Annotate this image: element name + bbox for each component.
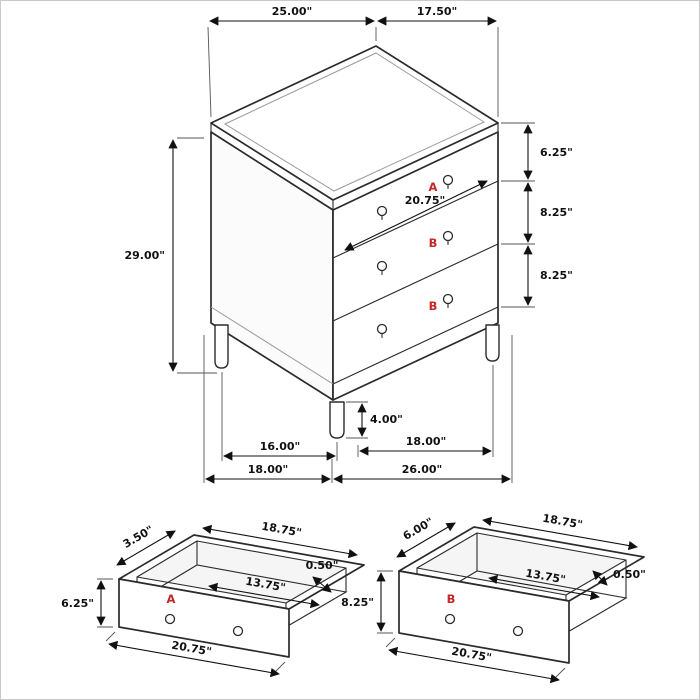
knob-icon <box>376 323 388 335</box>
dim-line-b-front-width <box>388 646 560 684</box>
drawer-label-b1: B <box>429 236 438 250</box>
dim-line-b-inner-depth <box>488 574 600 601</box>
knob-icon <box>232 625 244 637</box>
dim-overall-height: 29.00" <box>124 249 165 262</box>
dim-a-wall-thickness: 0.50" <box>306 559 339 572</box>
dim-top-depth: 17.50" <box>417 5 458 18</box>
drawer-a-extension-lines <box>97 578 286 672</box>
drawer-a-detail-label: A <box>167 592 176 606</box>
drawer-b-extension-lines <box>377 570 566 678</box>
main-view-dimensions: 25.00" 17.50" 29.00" 6.25" 8.25" 8.25" 2… <box>124 5 573 484</box>
side-apron-line <box>210 306 334 385</box>
knob-icon <box>444 613 456 625</box>
dim-a-inner-width: 18.75" <box>261 520 303 540</box>
dim-a-box-side-height: 3.50" <box>121 523 156 551</box>
knob-icon <box>512 625 524 637</box>
dim-line-b-box-side-height <box>396 522 456 558</box>
dim-line-a-inner-width <box>202 524 358 559</box>
dim-b-inner-width: 18.75" <box>542 512 584 532</box>
dim-bottom-drawer-height: 8.25" <box>540 269 573 282</box>
dim-top-width: 25.00" <box>272 5 313 18</box>
dim-drawer-front-width: 20.75" <box>405 194 446 207</box>
chest-right-leg <box>485 324 500 362</box>
dim-leg-height: 4.00" <box>370 413 403 426</box>
dim-b-wall-thickness: 0.50" <box>613 568 646 581</box>
dim-line-b-wall-thickness <box>592 570 608 586</box>
dim-line-a-front-width <box>108 640 280 678</box>
dim-middle-drawer-height: 8.25" <box>540 206 573 219</box>
dim-top-drawer-height: 6.25" <box>540 146 573 159</box>
extension-lines <box>177 26 535 483</box>
drawer-b-detail-label: B <box>447 592 456 606</box>
drawer-label-b2: B <box>429 299 438 313</box>
dim-bottom-span-left-inner: 16.00" <box>260 440 301 453</box>
dim-line-a-wall-thickness <box>312 576 332 593</box>
dim-bottom-span-right-outer: 26.00" <box>402 463 443 476</box>
dim-line-drawer-front-width <box>344 180 488 251</box>
chest-front-leg <box>329 401 345 439</box>
knob-icon <box>376 205 388 217</box>
knob-icon <box>376 260 388 272</box>
chest-isometric-view: A B B <box>210 45 500 439</box>
knob-icon <box>442 293 454 305</box>
knob-icon <box>164 613 176 625</box>
dim-line-a-box-side-height <box>116 530 176 566</box>
chest-top-face-inner-edge <box>223 52 486 192</box>
dim-b-box-side-height: 6.00" <box>401 515 436 543</box>
drawer-label-a: A <box>429 180 438 194</box>
dim-line-a-inner-depth <box>208 582 320 609</box>
chest-left-leg <box>214 324 229 369</box>
dim-bottom-span-left-outer: 18.00" <box>248 463 289 476</box>
knob-icon <box>442 230 454 242</box>
drawer-b-detail: B 8.25" 20.75" 6.00" 18.75" 0.50" 13.75" <box>341 512 646 684</box>
dim-bottom-span-right-inner: 18.00" <box>406 435 447 448</box>
knob-icon <box>442 174 454 186</box>
drawer-a-detail: A 6.25" 20.75" 3.50" 18.75" 0.50" 13.75" <box>61 520 365 678</box>
dim-line-b-inner-width <box>482 516 638 551</box>
dim-a-front-height: 6.25" <box>61 597 94 610</box>
dim-b-front-height: 8.25" <box>341 596 374 609</box>
